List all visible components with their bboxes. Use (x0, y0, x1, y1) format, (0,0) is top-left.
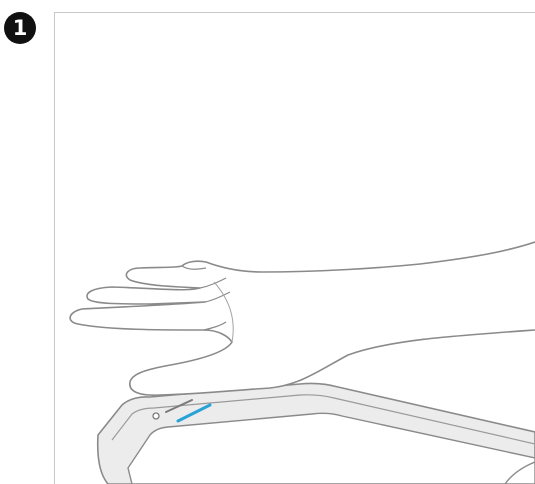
hand-drawing (70, 242, 535, 395)
front-camera-icon (153, 413, 159, 419)
hand-outline (70, 242, 535, 395)
phone-device (98, 383, 535, 484)
